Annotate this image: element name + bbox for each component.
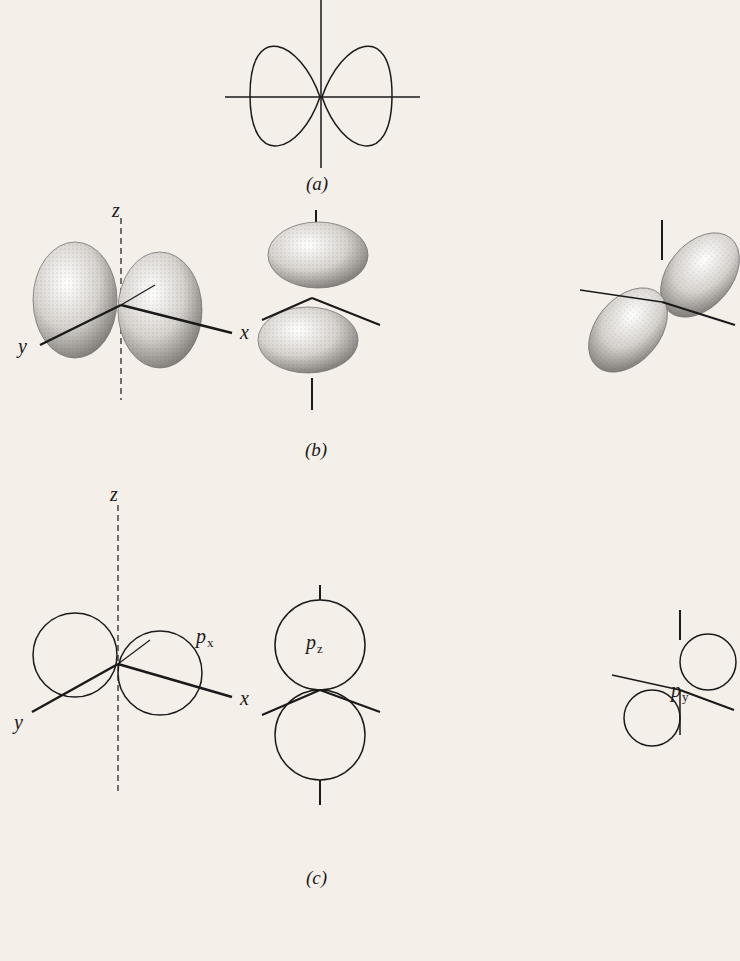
axis-label: x [240,322,249,342]
axis-label: y [14,712,23,732]
pz-orbital-outline [262,585,380,805]
py-orbital-outline [612,610,736,746]
figure-caption: (c) [306,868,327,887]
orbital-label: p [671,680,681,700]
axis-label: y [18,336,27,356]
figure-caption: (a) [306,174,328,193]
axis-label: x [240,688,249,708]
orbital-subscript: y [682,690,689,703]
p-orbital-outline [225,0,420,168]
orbital-label: p [196,626,206,646]
orbital-label: p [306,632,316,652]
pz-shaded-orbital [258,210,380,410]
axis-label: z [112,200,120,220]
px-orbital-outline [32,505,232,792]
orbital-subscript: z [317,642,323,655]
figure-caption: (b) [305,440,327,459]
py-shaded-orbital [573,218,740,388]
orbital-subscript: x [207,636,214,649]
px-shaded-orbital [33,218,232,400]
axis-label: z [110,484,118,504]
